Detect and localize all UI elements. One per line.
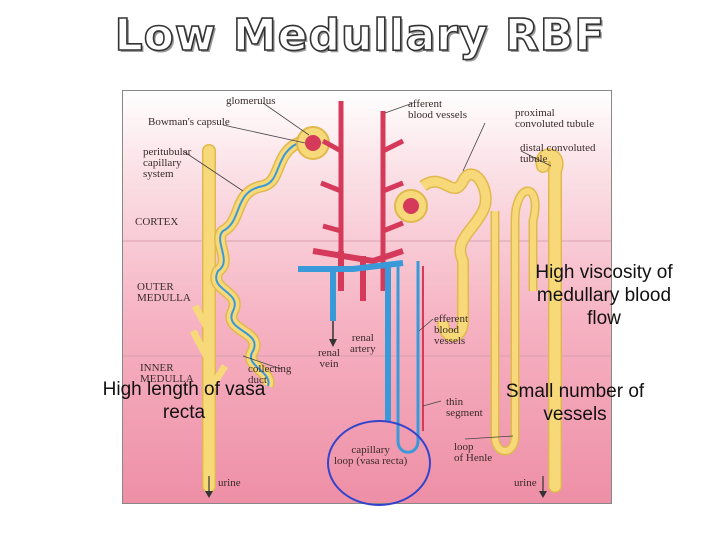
label-proximal-tubule: proximal convoluted tubule — [515, 107, 595, 130]
label-bowmans-capsule: Bowman's capsule — [148, 116, 230, 128]
label-inner-medulla: INNER MEDULLA — [140, 362, 194, 385]
callout-small-number: Small number of vessels — [505, 381, 645, 425]
label-cortex: CORTEX — [135, 216, 179, 228]
nephron-drawing — [123, 101, 611, 498]
leader-lines — [182, 102, 552, 440]
label-renal-artery: renal artery — [350, 332, 376, 355]
label-glomerulus: glomerulus — [226, 95, 276, 107]
label-urine-left: urine — [218, 477, 241, 489]
label-thin-segment: thin segment — [446, 396, 483, 419]
callout-high-length: High length of vasa recta — [102, 379, 266, 423]
peritubular-capillary-left — [215, 140, 304, 387]
label-renal-vein: renal vein — [318, 347, 340, 370]
label-efferent-vessels: efferent blood vessels — [434, 313, 468, 347]
label-loop-of-henle: loop of Henle — [454, 441, 493, 464]
loop-of-henle — [492, 188, 539, 454]
vasa-recta-highlight-circle — [327, 420, 431, 506]
renal-vein-tree — [298, 260, 404, 421]
collecting-duct-branches — [189, 304, 228, 393]
label-distal-tubule: distal convoluted tubule — [520, 142, 596, 165]
label-urine-right: urine — [514, 477, 537, 489]
label-collecting-duct: collecting duct — [248, 363, 292, 386]
label-outer-medulla: OUTER MEDULLA — [137, 281, 191, 304]
glomerulus-mid — [403, 198, 419, 214]
callout-high-viscosity: High viscosity of medullary blood flow — [535, 262, 673, 329]
label-peritubular-capillary: peritubular capillary system — [143, 146, 192, 180]
proximal-tubule-right — [420, 170, 491, 341]
label-afferent-vessels: afferent blood vessels — [408, 98, 467, 121]
proximal-tubule-left-outline — [210, 135, 306, 388]
proximal-tubule-right-outline — [419, 168, 492, 342]
slide-title: Low Medullary RBF — [114, 9, 606, 62]
afferent-vessels — [320, 101, 405, 291]
glomerulus-left — [305, 135, 321, 151]
